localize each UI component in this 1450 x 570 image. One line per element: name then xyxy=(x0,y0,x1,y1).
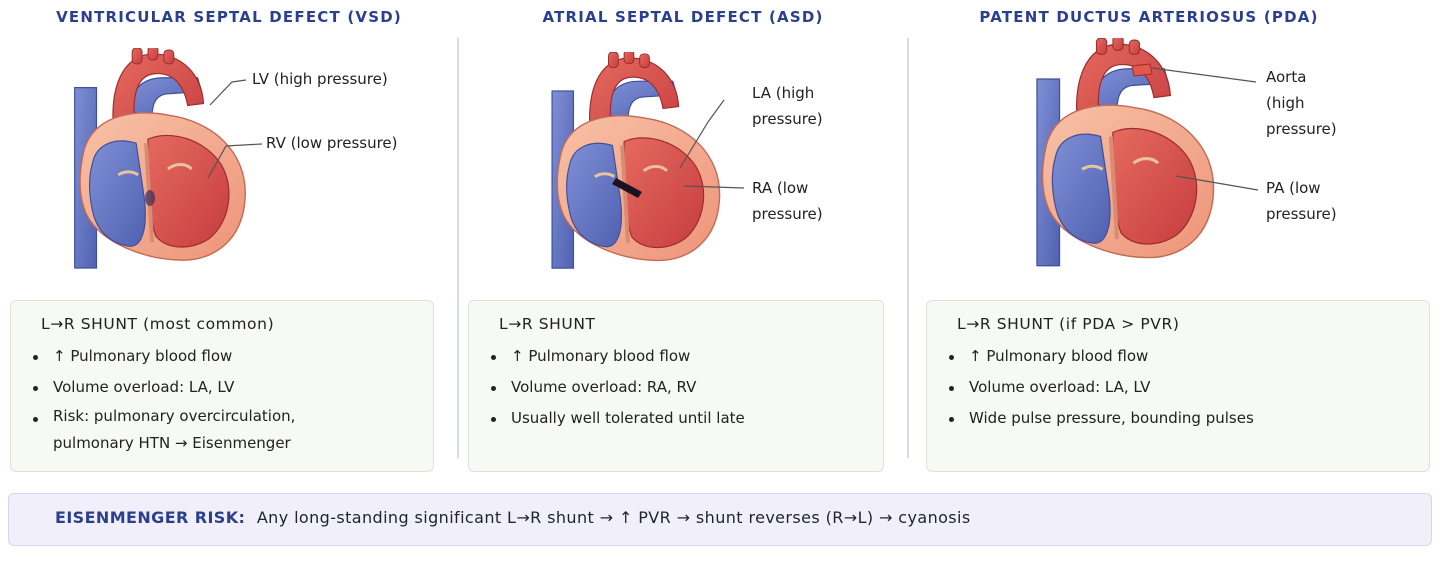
panel-title: VENTRICULAR SEPTAL DEFECT (VSD) xyxy=(56,8,402,26)
label-lv: LV (high pressure) xyxy=(252,70,388,88)
label-leaders xyxy=(1151,67,1259,191)
panel-divider xyxy=(907,38,909,458)
eisenmenger-risk-banner: EISENMENGER RISK: Any long-standing sign… xyxy=(8,493,1432,546)
bullet-item: ↑ Pulmonary blood flow xyxy=(945,341,1411,372)
banner-heading: EISENMENGER RISK: xyxy=(55,508,246,527)
bullet-item: Risk: pulmonary overcirculation,pulmonar… xyxy=(29,403,415,457)
panel-pda: PATENT DUCTUS ARTERIOSUS (PDA) Aorta(hig… xyxy=(908,0,1450,480)
panel-title: PATENT DUCTUS ARTERIOSUS (PDA) xyxy=(979,8,1319,26)
box-heading: L→R SHUNT (most common) xyxy=(41,315,275,333)
panel-divider xyxy=(457,38,459,458)
box-heading: L→R SHUNT xyxy=(499,315,596,333)
septal-defect-marker xyxy=(145,190,155,206)
ductus-marker xyxy=(1131,63,1153,77)
heart-illustration-vsd xyxy=(72,48,248,271)
panel-title: ATRIAL SEPTAL DEFECT (ASD) xyxy=(542,8,824,26)
bullet-item: Volume overload: LA, LV xyxy=(945,372,1411,403)
bullet-item: Wide pulse pressure, bounding pulses xyxy=(945,403,1411,434)
panel-vsd: VENTRICULAR SEPTAL DEFECT (VSD) LV (high… xyxy=(0,0,458,480)
box-heading: L→R SHUNT (if PDA > PVR) xyxy=(957,315,1180,333)
bullet-item: ↑ Pulmonary blood flow xyxy=(487,341,865,372)
bullet-item: ↑ Pulmonary blood flow xyxy=(29,341,415,372)
bullet-item: Usually well tolerated until late xyxy=(487,403,865,434)
heart-illustration-pda xyxy=(1012,38,1222,274)
label-leaders xyxy=(679,99,745,189)
info-box-vsd: L→R SHUNT (most common) ↑ Pulmonary bloo… xyxy=(10,300,434,472)
bullet-item: Volume overload: RA, RV xyxy=(487,372,865,403)
bullet-item: Volume overload: LA, LV xyxy=(29,372,415,403)
septal-defect-marker xyxy=(612,178,642,198)
label-rv: RV (low pressure) xyxy=(266,134,398,152)
heart-illustration-asd xyxy=(550,52,722,271)
info-box-asd: L→R SHUNT ↑ Pulmonary blood flow Volume … xyxy=(468,300,884,472)
banner-text: Any long-standing significant L→R shunt … xyxy=(256,508,971,527)
info-box-pda: L→R SHUNT (if PDA > PVR) ↑ Pulmonary blo… xyxy=(926,300,1430,472)
label-leaders xyxy=(207,79,263,179)
